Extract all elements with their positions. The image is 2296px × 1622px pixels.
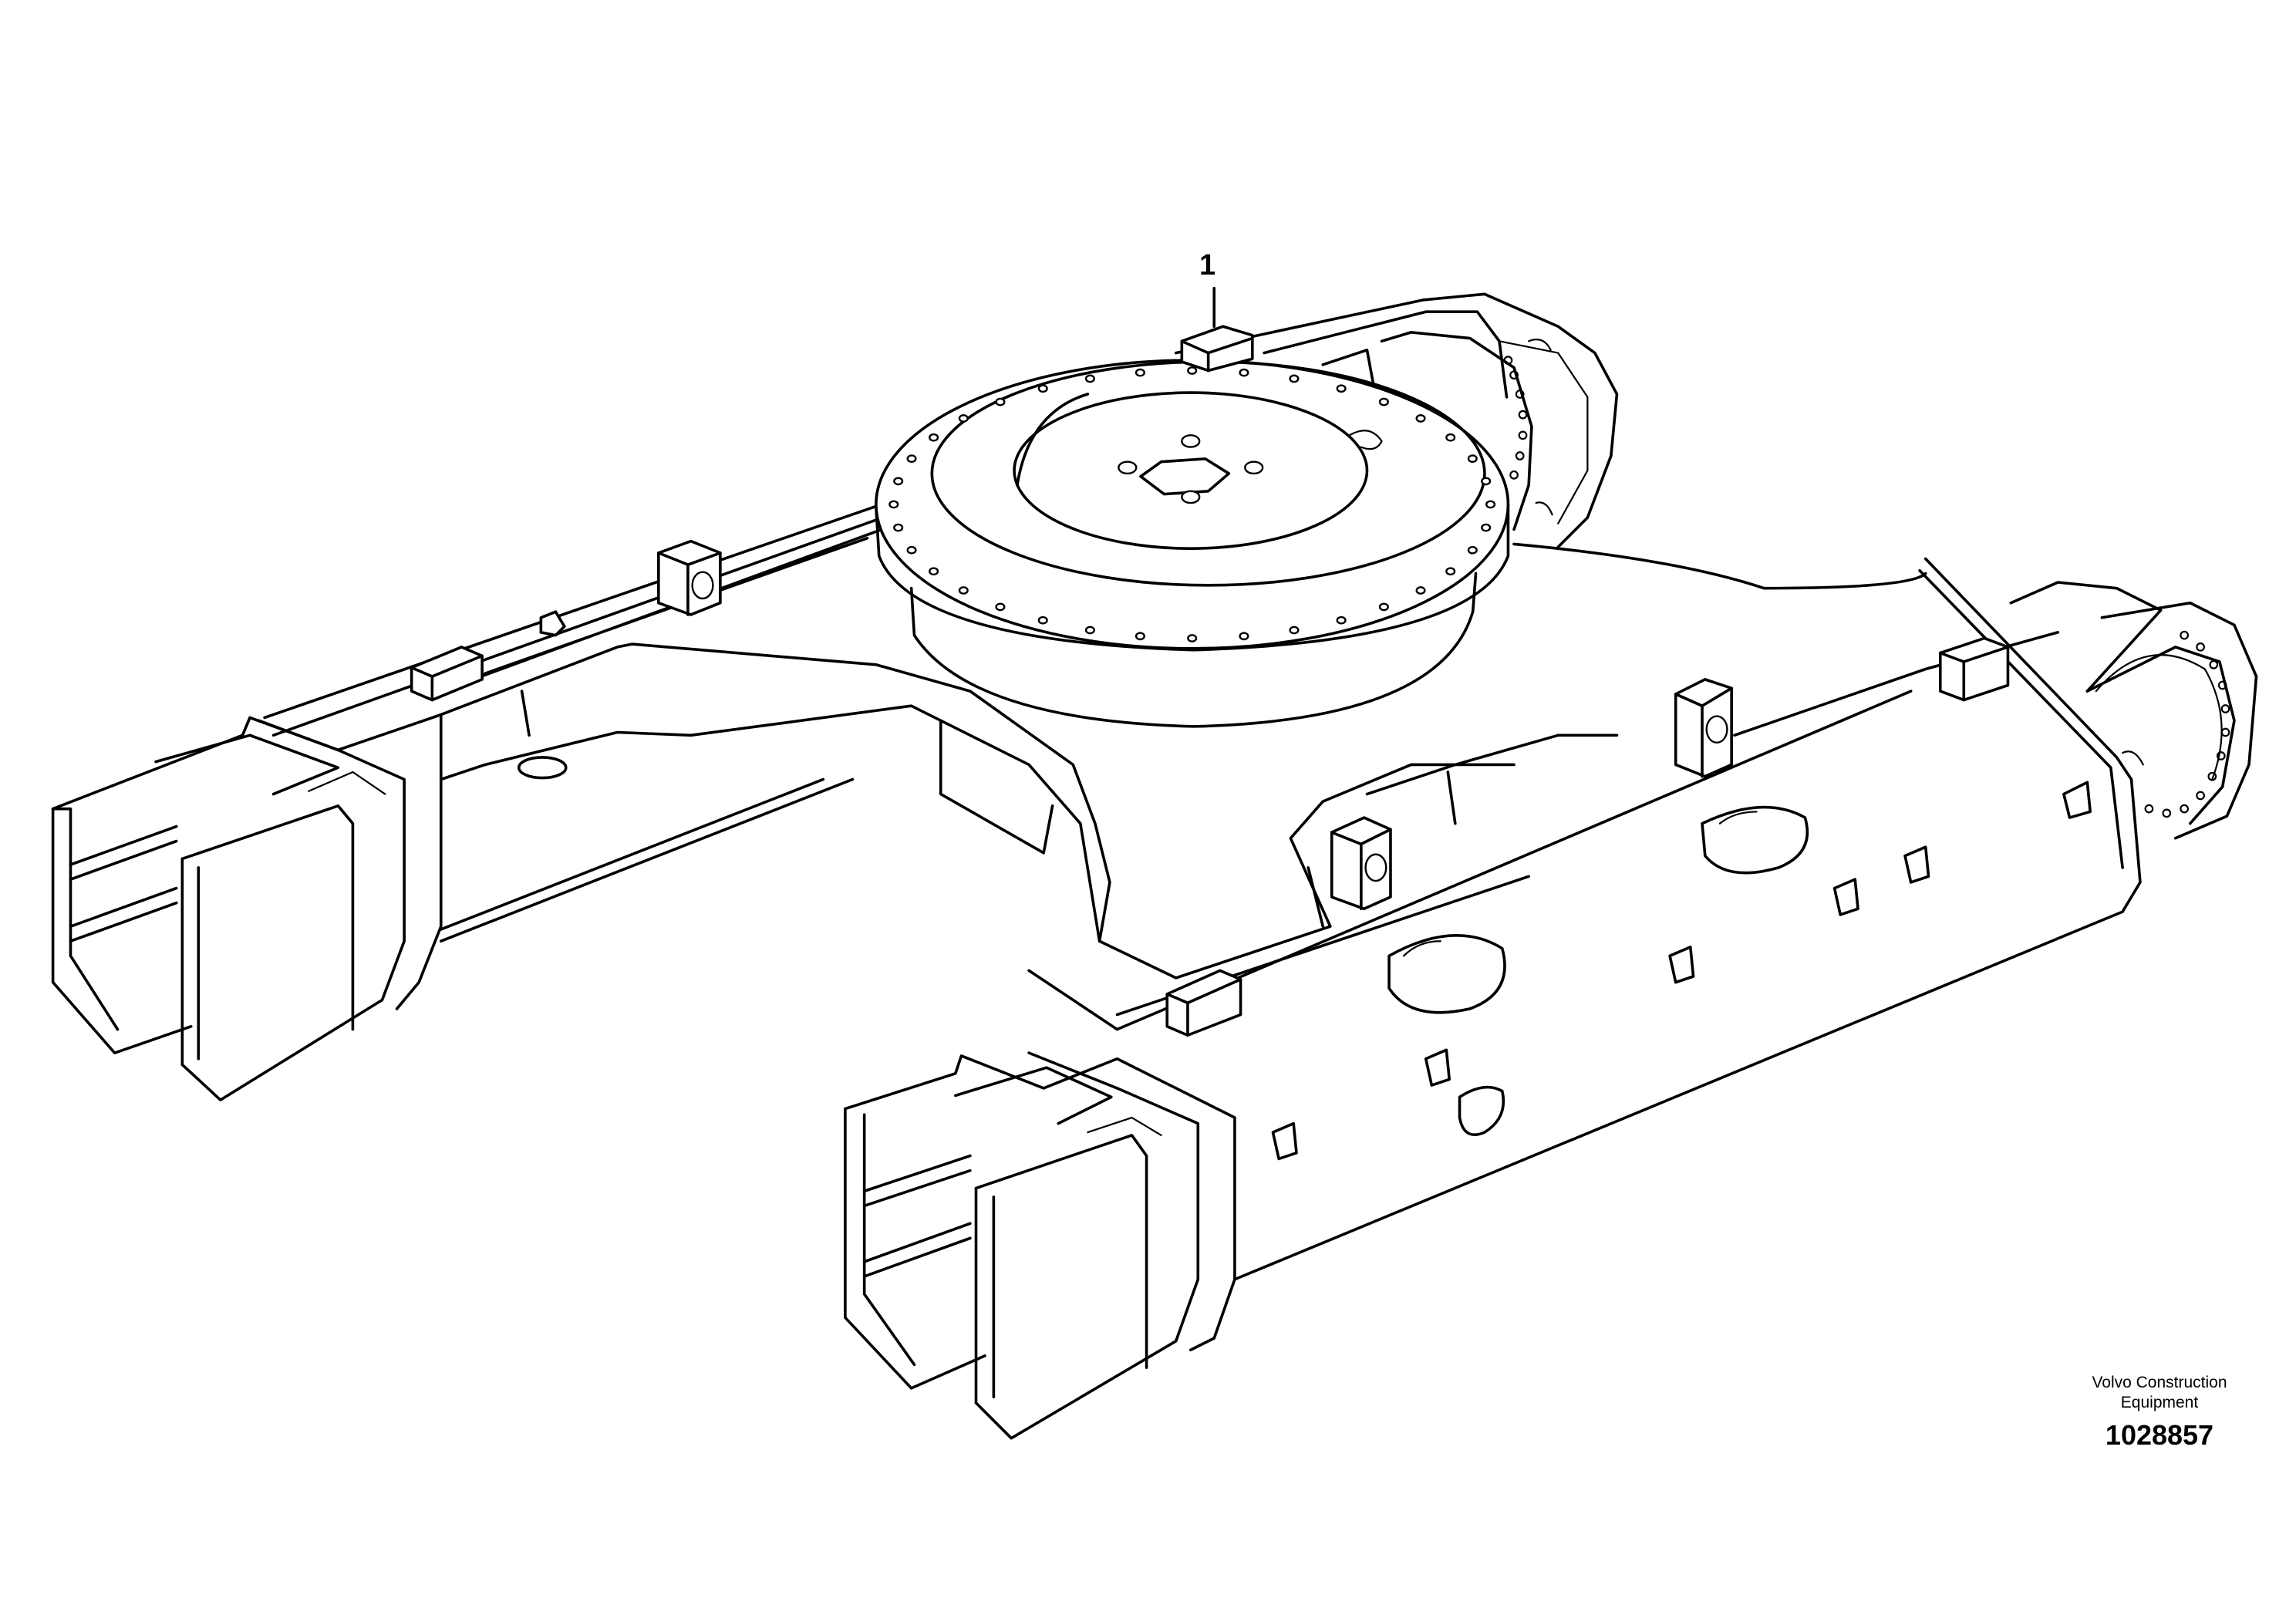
flange-bolt-hole	[1337, 386, 1346, 392]
rear-idler-bolt-ring	[1505, 356, 1527, 478]
flange-bolt-hole	[1482, 478, 1490, 484]
flange-bolt-hole	[1446, 434, 1455, 440]
frame-cleats	[1273, 782, 2091, 1158]
flange-bolt-hole	[1086, 627, 1094, 633]
front-left-track-end	[845, 1053, 1235, 1438]
flange-bolt-hole	[889, 501, 898, 508]
flange-bolt-hole	[1417, 587, 1425, 593]
manufacturer-line-1: Volvo Construction	[2092, 1374, 2227, 1391]
flange-bolt-hole	[908, 455, 916, 461]
rear-left-track-end	[53, 715, 441, 1101]
flange-bolt-hole	[1039, 386, 1047, 392]
flange-bolt-circle	[889, 367, 1494, 641]
flange-bolt-hole	[1188, 635, 1196, 641]
flange-bolt-hole	[959, 415, 968, 421]
access-hole-large-2	[1702, 808, 1807, 873]
access-hole-large-1	[1389, 936, 1505, 1013]
flange-bolt-hole	[1240, 633, 1249, 639]
manufacturer-line-2: Equipment	[2120, 1394, 2199, 1412]
center-bolts	[1118, 435, 1263, 503]
flange-bolt-hole	[1290, 627, 1299, 633]
bearing-inner-race	[1014, 393, 1367, 548]
flange-bolt-hole	[1380, 604, 1388, 610]
flange-bolt-hole	[1468, 547, 1477, 553]
flange-bolt-hole	[894, 478, 902, 484]
flange-bolt-hole	[1486, 501, 1495, 508]
access-hole-small	[1460, 1088, 1504, 1135]
track-guide-brackets	[412, 326, 2008, 1035]
front-idler-bolt-ring	[2146, 632, 2230, 817]
manufacturer-name: Volvo Construction Equipment	[2028, 1373, 2291, 1414]
flange-bolt-hole	[894, 524, 902, 531]
flange-bolt-hole	[1337, 617, 1346, 623]
flange-bolt-hole	[1446, 568, 1455, 575]
flange-bolt-hole	[996, 604, 1005, 610]
front-track-frame	[1029, 559, 2256, 1280]
flange-bolt-hole	[1136, 369, 1145, 376]
swing-bearing	[876, 360, 1509, 727]
flange-bolt-hole	[1417, 415, 1425, 421]
center-x-frame	[441, 544, 1926, 977]
flange-bolt-hole	[908, 547, 916, 553]
drawing-number: 1028857	[2105, 1419, 2214, 1451]
flange-bolt-hole	[1086, 376, 1094, 382]
flange-bolt-hole	[959, 587, 968, 593]
flange-bolt-hole	[1136, 633, 1145, 639]
rear-track-frame	[265, 294, 1617, 1014]
flange-bolt-hole	[1482, 524, 1490, 531]
flange-bolt-hole	[1039, 617, 1047, 623]
flange-bolt-hole	[1290, 376, 1299, 382]
callout-label-1: 1	[1199, 249, 1216, 282]
flange-bolt-hole	[929, 568, 938, 575]
flange-bolt-hole	[1468, 455, 1477, 461]
flange-bolt-hole	[1240, 369, 1249, 376]
flange-bolt-hole	[1188, 367, 1196, 373]
flange-bolt-hole	[1380, 399, 1388, 405]
flange-bolt-hole	[929, 434, 938, 440]
flange-bolt-hole	[996, 399, 1005, 405]
